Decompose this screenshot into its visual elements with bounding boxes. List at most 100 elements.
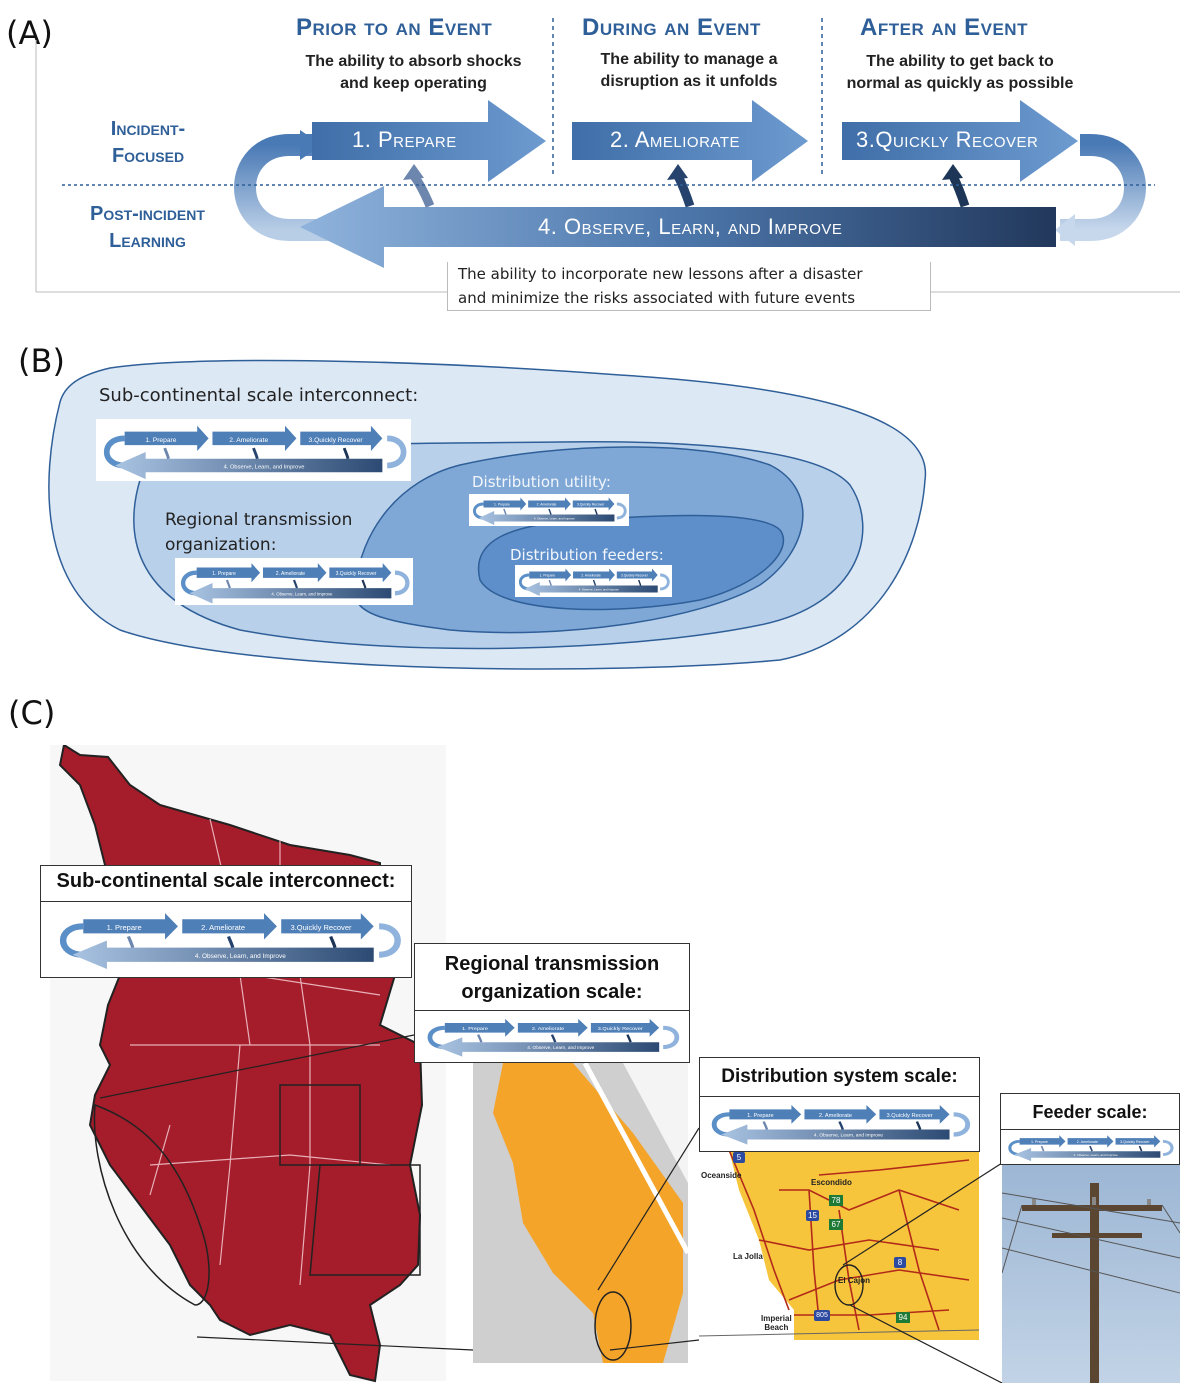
- mini-step-arrow: [529, 568, 572, 582]
- mini-step-label: 1. Prepare: [540, 574, 556, 578]
- b-subcontinental-label: Sub-continental scale interconnect:: [99, 385, 419, 406]
- mini-step-arrow: [879, 1105, 950, 1124]
- mini-observe-arrow: [436, 1037, 660, 1057]
- map-label-la-jolla: La Jolla: [733, 1252, 763, 1261]
- mini-step-label: 1. Prepare: [212, 571, 236, 577]
- hwy-shield-94: 94: [896, 1312, 910, 1323]
- hwy-shield-5: 5: [733, 1152, 745, 1163]
- mini-step-label: 3.Quickly Recover: [1120, 1140, 1150, 1144]
- mini-step-label: 3.Quickly Recover: [309, 437, 364, 444]
- mini-step-arrow: [281, 913, 374, 940]
- mini-step-arrow: [300, 425, 383, 451]
- mini-observe-arrow: [72, 940, 374, 969]
- mini-step-arrow: [444, 1018, 515, 1037]
- c-title-feeder: Feeder scale:: [1032, 1102, 1148, 1122]
- mini-step-label: 2. Ameliorate: [201, 923, 245, 932]
- mini-step-arrow: [262, 563, 327, 583]
- step-prepare: 1. Prepare: [352, 127, 457, 152]
- mini-step-arrow: [124, 425, 209, 451]
- hwy-shield-805: 805: [814, 1310, 830, 1321]
- mini-observe-label: 4. Observe, Learn, and Improve: [527, 1045, 595, 1050]
- mini-step-arrow: [517, 1018, 588, 1037]
- mini-step-label: 2. Ameliorate: [581, 574, 600, 578]
- mini-step-arrow: [483, 497, 527, 511]
- mini-observe-label: 4. Observe, Learn, and Improve: [195, 953, 286, 960]
- phase-title-prior: Prior to an Event: [296, 14, 493, 41]
- mini-cycle-c-distribution: 1. Prepare 2. Ameliorate 3.Quickly Recover…: [705, 1100, 974, 1146]
- mini-observe-arrow: [721, 1124, 950, 1145]
- mini-observe-label: 4. Observe, Learn, and Improve: [814, 1133, 883, 1138]
- mini-step-arrow: [182, 913, 277, 940]
- panel-a-cycle-diagram: [35, 18, 1180, 293]
- mini-step-label: 2. Ameliorate: [1077, 1140, 1098, 1144]
- mini-observe-label: 4. Observe, Learn, and Improve: [534, 516, 575, 520]
- california-map: [473, 1063, 688, 1363]
- mini-observe-arrow: [189, 582, 392, 604]
- mini-step-label: 2. Ameliorate: [819, 1113, 852, 1119]
- panel-a-label: (A): [6, 14, 53, 52]
- mini-step-label: 3.Quickly Recover: [887, 1113, 933, 1119]
- mini-observe-arrow: [115, 451, 383, 480]
- mini-step-arrow: [528, 497, 571, 511]
- mini-observe-label: 4. Observe, Learn, and Improve: [579, 587, 619, 591]
- mini-cycle-c-subcontinental: 1. Prepare 2. Ameliorate 3.Quickly Recover…: [51, 906, 406, 971]
- mini-step-label: 1. Prepare: [747, 1113, 774, 1119]
- mini-step-arrow: [329, 563, 392, 583]
- b-distribution-feeders-label: Distribution feeders:: [510, 546, 664, 564]
- mini-step-label: 3.Quickly Recover: [577, 503, 605, 507]
- mini-cycle-b-subcontinental: 1. Prepare 2. Ameliorate 3.Quickly Recover…: [96, 419, 411, 481]
- mini-observe-label: 4. Observe, Learn, and Improve: [1074, 1153, 1118, 1157]
- mini-step-label: 2. Ameliorate: [229, 437, 268, 444]
- mini-step-label: 2. Ameliorate: [276, 571, 306, 577]
- mini-step-arrow: [616, 568, 658, 582]
- mini-step-arrow: [572, 497, 615, 511]
- phase-title-during: During an Event: [582, 14, 761, 41]
- step-ameliorate: 2. Ameliorate: [610, 127, 740, 152]
- mini-cycle-b-regional: 1. Prepare 2. Ameliorate 3.Quickly Recover…: [175, 558, 413, 605]
- san-diego-road-map: [699, 1150, 979, 1340]
- mini-step-label: 1. Prepare: [107, 923, 142, 932]
- mini-step-arrow: [212, 425, 297, 451]
- mini-observe-arrow: [478, 511, 615, 525]
- b-distribution-utility-label: Distribution utility:: [472, 473, 611, 491]
- c-title-distribution: Distribution system scale:: [721, 1066, 958, 1087]
- mini-step-arrow: [573, 568, 615, 582]
- c-box-subcontinental: Sub-continental scale interconnect: 1. P…: [40, 865, 412, 978]
- mini-step-label: 3.Quickly Recover: [291, 923, 353, 932]
- mini-step-label: 3.Quickly Recover: [598, 1026, 643, 1032]
- mini-observe-label: 4. Observe, Learn, and Improve: [224, 464, 305, 470]
- mini-step-label: 1. Prepare: [462, 1026, 488, 1032]
- mini-observe-label: 4. Observe, Learn, and Improve: [271, 591, 333, 596]
- mini-cycle-c-feeder: 1. Prepare 2. Ameliorate 3.Quickly Recover…: [1004, 1132, 1176, 1162]
- mini-step-label: 1. Prepare: [145, 437, 176, 444]
- mini-step-arrow: [729, 1105, 802, 1124]
- c-box-distribution: Distribution system scale: 1. Prepare 2. …: [699, 1057, 980, 1152]
- mini-observe-arrow: [524, 582, 658, 596]
- hwy-shield-67: 67: [829, 1219, 843, 1230]
- hwy-shield-8: 8: [894, 1257, 906, 1268]
- mini-step-arrow: [590, 1018, 660, 1037]
- panel-b-label: (B): [18, 342, 65, 380]
- mini-step-arrow: [1019, 1135, 1066, 1148]
- incident-focused-label: Incident-Focused: [110, 118, 186, 167]
- mini-step-label: 3.Quickly Recover: [621, 574, 649, 578]
- panel-c-label: (C): [8, 694, 56, 732]
- mini-step-label: 1. Prepare: [1031, 1140, 1048, 1144]
- mini-step-arrow: [1115, 1135, 1161, 1148]
- c-box-feeder: Feeder scale: 1. Prepare 2. Ameliorate 3.Q…: [1000, 1093, 1180, 1165]
- map-label-oceanside: Oceanside: [701, 1171, 742, 1180]
- hwy-shield-78: 78: [829, 1195, 843, 1206]
- phase-title-after: After an Event: [860, 14, 1028, 41]
- mini-cycle-b-feeders: 1. Prepare 2. Ameliorate 3.Quickly Recover…: [515, 565, 672, 597]
- mini-step-label: 3.Quickly Recover: [336, 571, 377, 577]
